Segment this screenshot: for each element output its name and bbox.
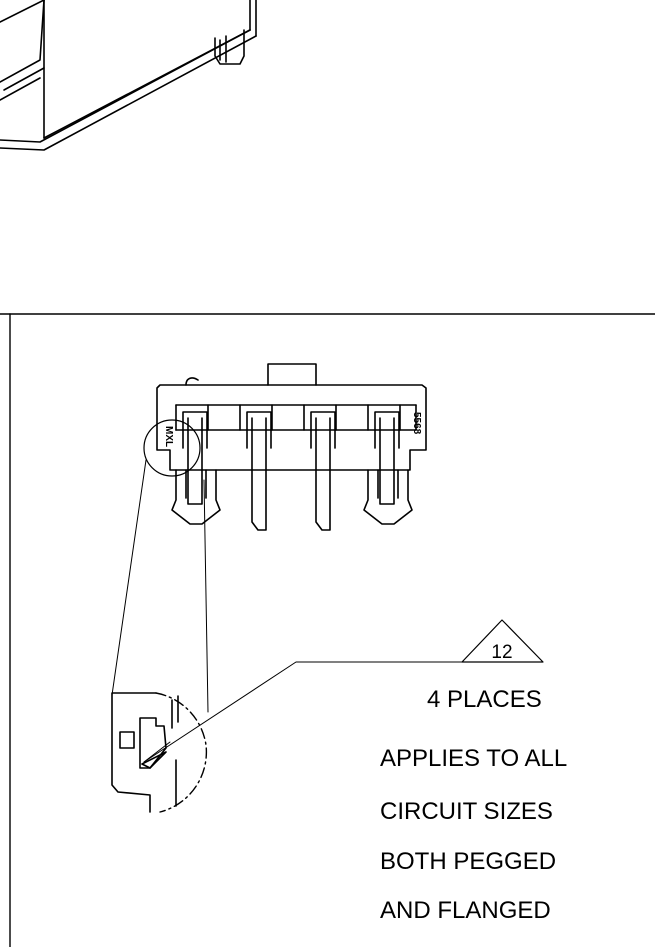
isometric-housing-view [0,0,257,151]
reference-tag-number: 12 [491,642,512,663]
brand-marking: MXL [163,426,174,447]
applies-note-line-2: CIRCUIT SIZES [380,798,553,825]
places-note: 4 PLACES [427,686,542,713]
reference-triangle-tag: 12 [461,619,544,663]
connector-front-view: MXL 5568 [156,363,427,531]
reference-leader [143,661,463,763]
applies-note-line-3: BOTH PEGGED [380,848,557,875]
enlarged-detail-view [111,692,208,813]
part-number-marking: 5568 [411,412,422,435]
applies-note-line-1: APPLIES TO ALL [380,745,568,772]
detail-callout [111,419,209,713]
drawing-frame [0,313,655,947]
applies-note-line-4: AND FLANGED [380,897,551,924]
